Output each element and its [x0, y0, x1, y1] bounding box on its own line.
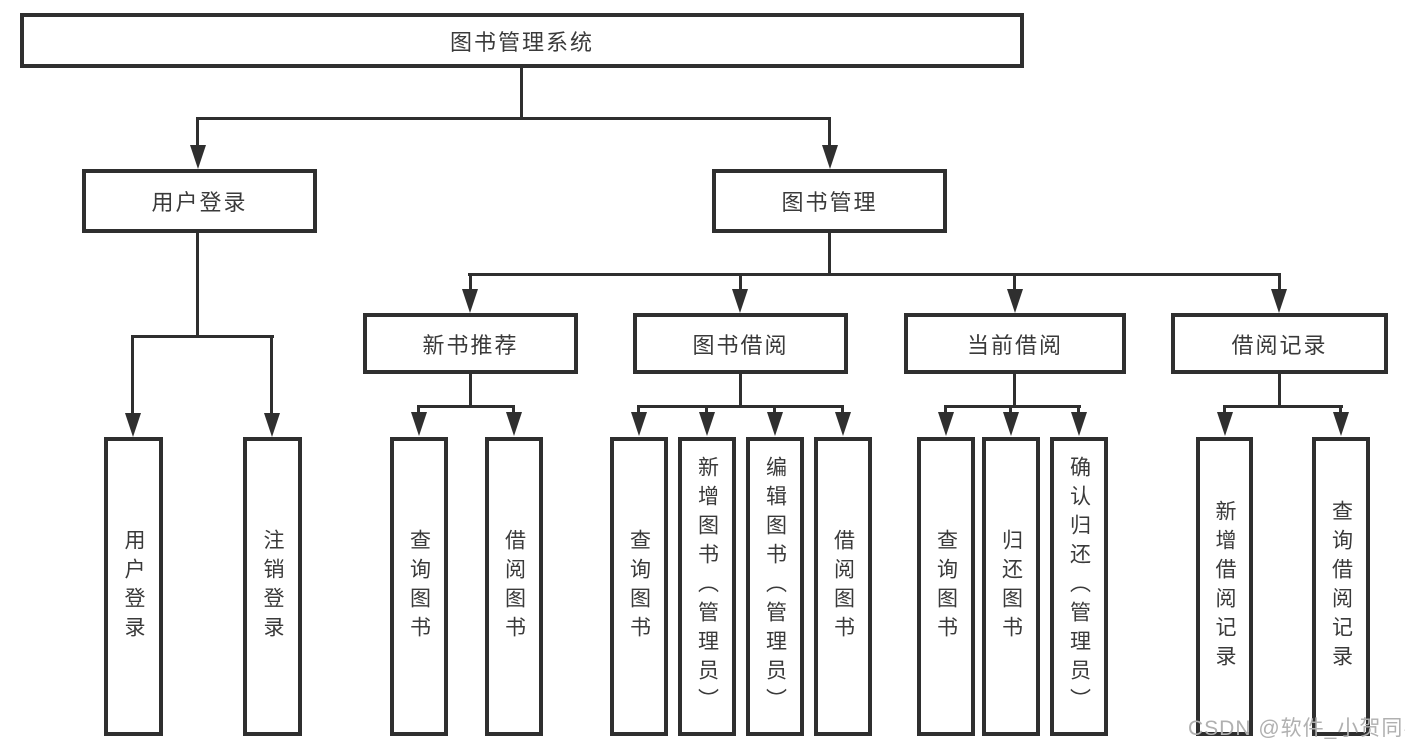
arrow-down-icon — [411, 412, 427, 436]
leaf-query-borrow-record: 查询借阅记录 — [1312, 437, 1370, 736]
connector-mgmt-branch — [468, 273, 1281, 276]
leaf-user-login: 用户登录 — [104, 437, 163, 736]
connector-user-login-stem — [196, 117, 199, 147]
arrow-down-icon — [732, 289, 748, 313]
connector-login-stem — [196, 233, 199, 337]
connector-g1-branch — [417, 405, 515, 408]
node-user-login: 用户登录 — [82, 169, 317, 233]
connector-g2-stem — [739, 374, 742, 407]
leaf-query-books: 查询图书 — [917, 437, 975, 736]
arrow-down-icon — [822, 145, 838, 169]
leaf-add-book-admin: 新增图书（管理员） — [678, 437, 736, 736]
leaf-borrow-books: 借阅图书 — [814, 437, 872, 736]
connector-g2-stub — [705, 405, 708, 415]
connector-g3-stem — [1013, 374, 1016, 407]
arrow-down-icon — [1003, 412, 1019, 436]
arrow-down-icon — [1071, 412, 1087, 436]
connector-logout-child-stem — [270, 335, 273, 415]
node-library-management-system: 图书管理系统 — [20, 13, 1024, 68]
arrow-down-icon — [462, 289, 478, 313]
connector-mgmt-stem — [828, 233, 831, 276]
connector-g4-stem — [1278, 374, 1281, 407]
arrow-down-icon — [125, 413, 141, 437]
node-new-book-recommendation: 新书推荐 — [363, 313, 578, 374]
arrow-down-icon — [1007, 289, 1023, 313]
connector-g3-stub — [1009, 405, 1012, 415]
arrow-down-icon — [631, 412, 647, 436]
csdn-watermark: CSDN @软件_小贺同学 — [1188, 717, 1405, 740]
connector-g2-stub — [637, 405, 640, 415]
leaf-confirm-return-admin: 确认归还（管理员） — [1050, 437, 1108, 736]
leaf-query-books: 查询图书 — [610, 437, 668, 736]
node-borrowing-records: 借阅记录 — [1171, 313, 1388, 374]
connector-g1-stub — [512, 405, 515, 415]
connector-recommend-stem — [469, 273, 472, 291]
connector-book-mgmt-stem — [828, 117, 831, 147]
node-book-borrowing: 图书借阅 — [633, 313, 848, 374]
connector-root-stem — [520, 68, 523, 120]
connector-borrowing-stem — [739, 273, 742, 291]
connector-g3-branch — [944, 405, 1081, 408]
connector-g1-stem — [469, 374, 472, 407]
connector-level1-branch — [196, 117, 831, 120]
leaf-add-borrow-record: 新增借阅记录 — [1196, 437, 1253, 736]
arrow-down-icon — [699, 412, 715, 436]
connector-g4-branch — [1223, 405, 1343, 408]
node-book-management: 图书管理 — [712, 169, 947, 233]
connector-current-stem — [1013, 273, 1016, 291]
arrow-down-icon — [190, 145, 206, 169]
arrow-down-icon — [1333, 412, 1349, 436]
connector-g4-stub — [1223, 405, 1226, 415]
connector-login-child-stem — [131, 335, 134, 415]
node-current-borrowing: 当前借阅 — [904, 313, 1126, 374]
arrow-down-icon — [1217, 412, 1233, 436]
leaf-logout: 注销登录 — [243, 437, 302, 736]
connector-g3-stub — [1077, 405, 1080, 415]
arrow-down-icon — [767, 412, 783, 436]
arrow-down-icon — [938, 412, 954, 436]
connector-g3-stub — [944, 405, 947, 415]
connector-records-stem — [1278, 273, 1281, 291]
leaf-borrow-books: 借阅图书 — [485, 437, 543, 736]
leaf-edit-book-admin: 编辑图书（管理员） — [746, 437, 804, 736]
arrow-down-icon — [506, 412, 522, 436]
leaf-return-books: 归还图书 — [982, 437, 1040, 736]
arrow-down-icon — [264, 413, 280, 437]
arrow-down-icon — [1271, 289, 1287, 313]
leaf-query-books: 查询图书 — [390, 437, 448, 736]
connector-g2-stub — [773, 405, 776, 415]
connector-g1-stub — [417, 405, 420, 415]
arrow-down-icon — [835, 412, 851, 436]
connector-g2-branch — [637, 405, 844, 408]
connector-login-branch — [131, 335, 274, 338]
connector-g2-stub — [841, 405, 844, 415]
connector-g4-stub — [1339, 405, 1342, 415]
